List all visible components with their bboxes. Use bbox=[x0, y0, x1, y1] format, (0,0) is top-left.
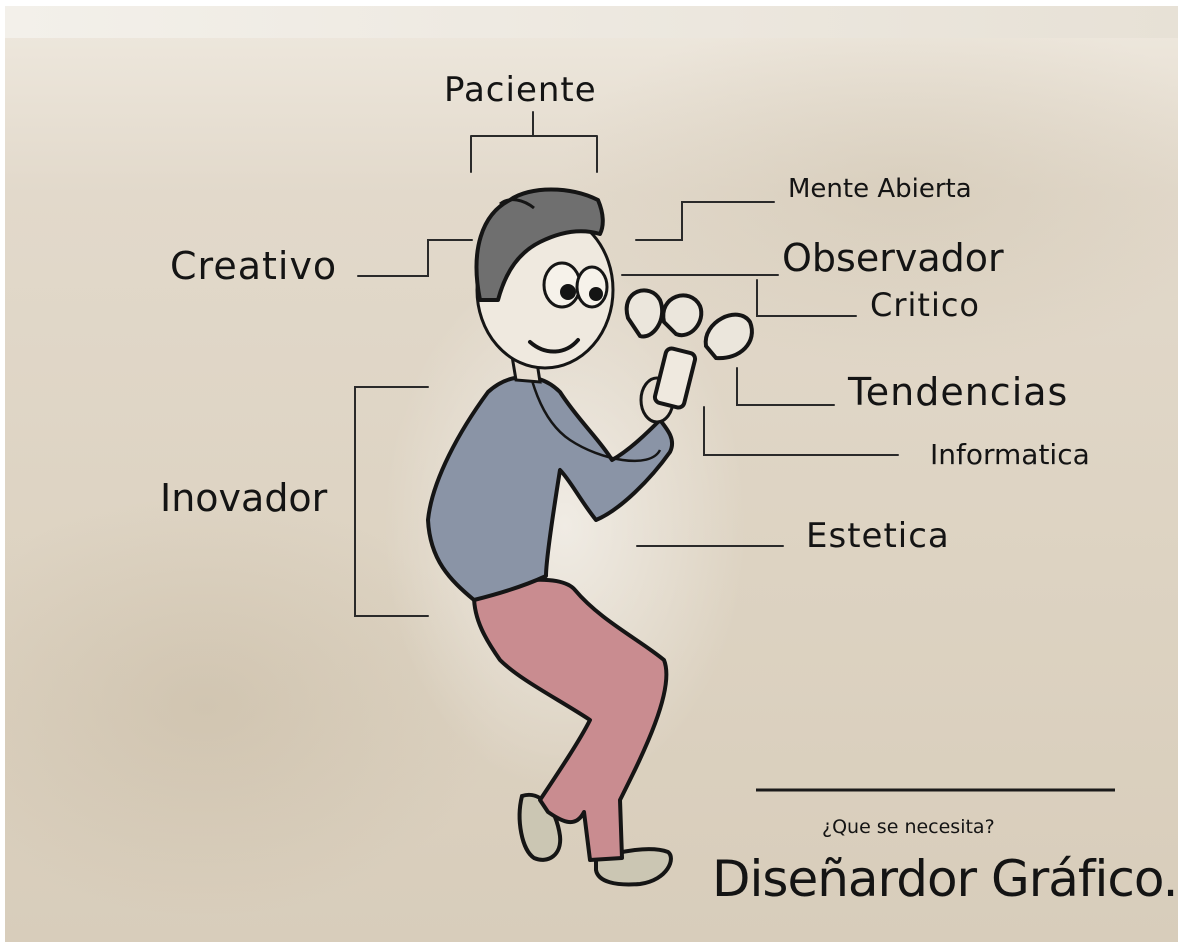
tendencias-connector bbox=[736, 367, 835, 406]
hair bbox=[474, 187, 605, 302]
footer-question: ¿Que se necesita? bbox=[822, 816, 995, 838]
label-paciente: Paciente bbox=[444, 70, 597, 110]
paciente-bracket bbox=[470, 111, 598, 173]
label-creativo: Creativo bbox=[170, 244, 338, 288]
label-informatica: Informatica bbox=[930, 438, 1090, 471]
label-observador: Observador bbox=[782, 236, 1004, 280]
label-critico: Critico bbox=[870, 286, 980, 324]
label-mente-abierta: Mente Abierta bbox=[788, 174, 972, 204]
label-inovador: Inovador bbox=[160, 476, 328, 520]
smile bbox=[528, 338, 580, 354]
thought-bubble-icon bbox=[624, 288, 664, 339]
inovador-bracket bbox=[354, 386, 429, 617]
mente-abierta-connector bbox=[635, 201, 775, 241]
informatica-connector bbox=[703, 406, 899, 456]
smartphone-icon bbox=[652, 346, 698, 410]
creativo-connector bbox=[357, 239, 473, 277]
label-estetica: Estetica bbox=[806, 516, 950, 556]
pants bbox=[472, 577, 669, 862]
left-eye bbox=[542, 261, 582, 309]
top-band bbox=[5, 6, 1178, 38]
right-eye bbox=[575, 265, 609, 309]
footer-title: Diseñardor Gráfico. bbox=[712, 850, 1179, 908]
critico-connector bbox=[756, 279, 857, 317]
shirt bbox=[426, 375, 675, 602]
label-tendencias: Tendencias bbox=[848, 370, 1069, 414]
